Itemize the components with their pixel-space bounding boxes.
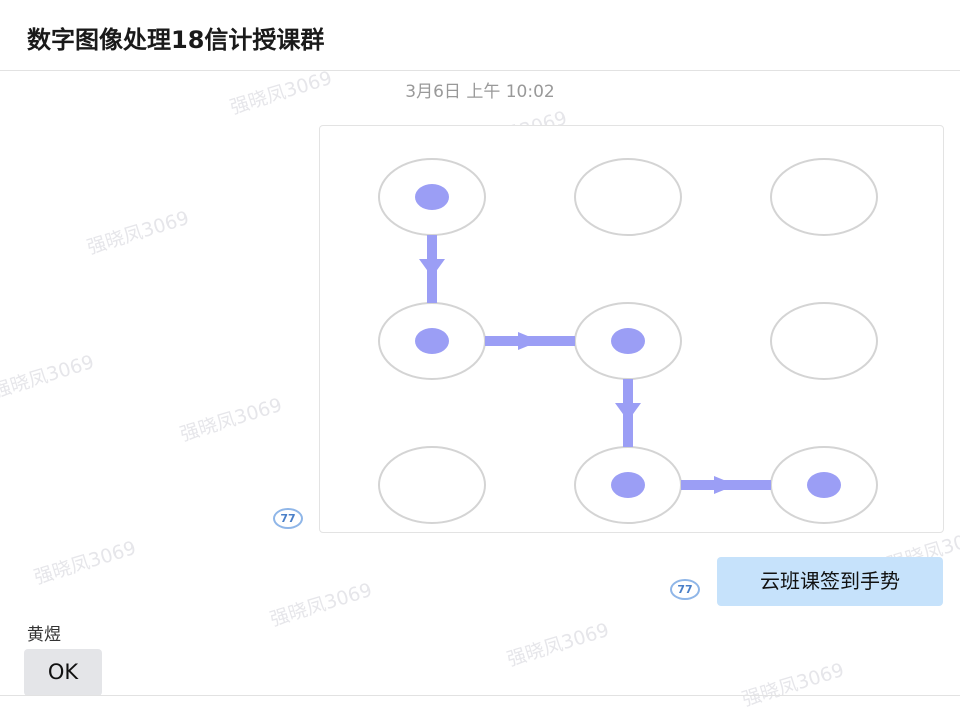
pattern-node	[770, 158, 878, 236]
arrow-icon	[615, 403, 641, 421]
pattern-node	[574, 158, 682, 236]
arrow-icon	[518, 332, 540, 350]
pattern-dot	[415, 328, 449, 354]
chat-header: 数字图像处理18信计授课群	[0, 0, 960, 71]
pattern-node	[770, 302, 878, 380]
chat-title: 数字图像处理18信计授课群	[27, 26, 325, 54]
watermark: 强晓凤3069	[739, 659, 847, 711]
sender-name: 黄煜	[27, 625, 61, 645]
pattern-dot	[415, 184, 449, 210]
read-count-badge[interactable]: 77	[273, 508, 303, 529]
gesture-image-message[interactable]	[319, 125, 944, 533]
read-count-badge[interactable]: 77	[670, 579, 700, 600]
arrow-icon	[714, 476, 736, 494]
divider	[0, 695, 960, 696]
arrow-icon	[419, 259, 445, 277]
my-message-bubble[interactable]: 云班课签到手势	[717, 557, 943, 606]
watermark: 强晓凤3069	[31, 537, 139, 589]
watermark: 强晓凤3069	[0, 351, 97, 403]
message-timestamp: 3月6日 上午 10:02	[405, 82, 555, 102]
unlock-pattern-image	[378, 158, 878, 524]
watermark: 强晓凤3069	[84, 207, 192, 259]
watermark: 强晓凤3069	[504, 619, 612, 671]
pattern-dot	[611, 472, 645, 498]
watermark: 强晓凤3069	[177, 394, 285, 446]
pattern-dot	[807, 472, 841, 498]
other-message-bubble[interactable]: OK	[24, 649, 102, 696]
pattern-node	[378, 446, 486, 524]
watermark: 强晓凤3069	[267, 579, 375, 631]
pattern-dot	[611, 328, 645, 354]
